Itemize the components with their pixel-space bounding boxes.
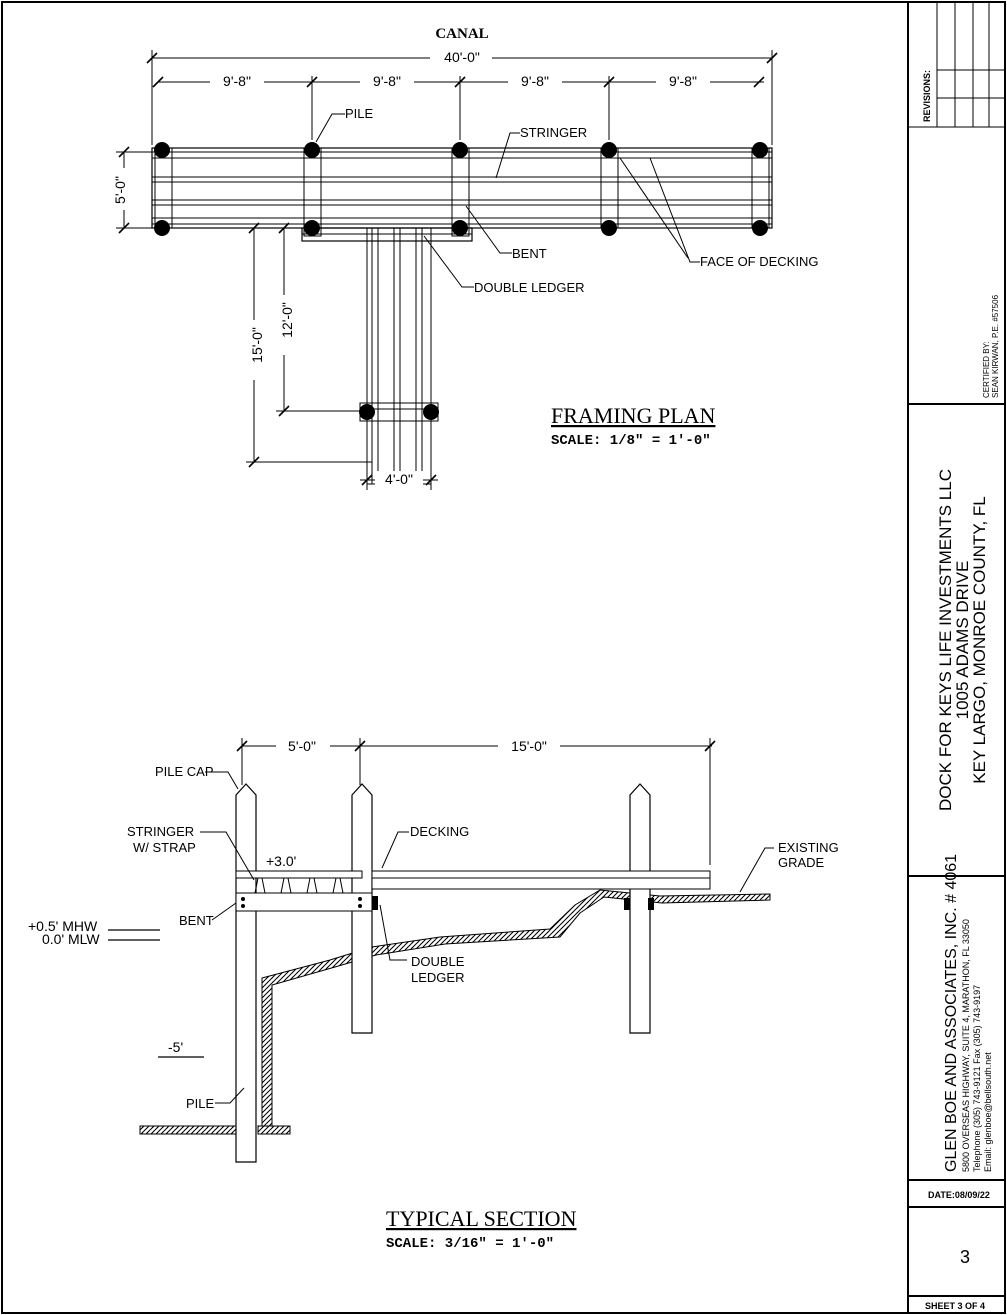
seabed-profile xyxy=(261,889,771,1129)
section-pile-3 xyxy=(629,783,651,1034)
pile-offset-dim: 12'-0" xyxy=(279,302,295,338)
bottom-grade xyxy=(139,1125,237,1135)
bay-dim-1: 9'-8" xyxy=(223,73,251,89)
existing-grade-label-2: GRADE xyxy=(778,855,825,870)
section-dim-2: 15'-0" xyxy=(511,738,547,754)
bay-dim-3: 9'-8" xyxy=(521,73,549,89)
face-of-decking-label: FACE OF DECKING xyxy=(700,254,818,269)
pile-label: PILE xyxy=(345,106,374,121)
walkway-outline xyxy=(366,227,432,485)
typical-section-scale: SCALE: 3/16" = 1'-0" xyxy=(386,1236,554,1252)
bent-label: BENT xyxy=(512,246,547,261)
pile-cap-label: PILE CAP xyxy=(155,764,214,779)
overall-length-dim: 40'-0" xyxy=(444,49,480,65)
existing-grade-label-1: EXISTING xyxy=(778,840,839,855)
section-lower-deck xyxy=(371,870,711,890)
section-bent xyxy=(235,892,373,912)
depth-label: -5' xyxy=(168,1039,183,1055)
deck-elevation: +3.0' xyxy=(266,853,296,869)
framing-plan: CANAL 40'-0" 9'-8" 9'-8" 9'-8" 9'-8" xyxy=(110,26,818,490)
firm-name: GLEN BOE AND ASSOCIATES, INC. # 4061 xyxy=(943,854,960,1172)
bay-dim-4: 9'-8" xyxy=(669,73,697,89)
section-upper-deck xyxy=(235,870,363,879)
certified-by-label: CERTIFIED BY: xyxy=(982,341,991,398)
typical-section: 5'-0" 15'-0" xyxy=(28,737,839,1252)
section-dim-1: 5'-0" xyxy=(288,738,316,754)
sheet-number: 3 xyxy=(960,1247,970,1267)
bay-dim-2: 9'-8" xyxy=(373,73,401,89)
pile-section-label: PILE xyxy=(186,1096,215,1111)
double-ledger-label: DOUBLE LEDGER xyxy=(474,280,585,295)
sheet-of: SHEET 3 OF 4 xyxy=(925,1301,985,1311)
canal-label: CANAL xyxy=(435,26,488,42)
double-ledger-section-label-2: LEDGER xyxy=(411,970,464,985)
drawing-date: DATE:08/09/22 xyxy=(928,1190,990,1200)
firm-email: Email: glenboe@bellsouth.net xyxy=(983,1052,993,1172)
mlw-label: 0.0' MLW xyxy=(42,931,100,947)
walkway-length-dim: 15'-0" xyxy=(249,327,265,363)
deck-width-dim: 5'-0" xyxy=(112,176,128,204)
revisions-label: REVISIONS: xyxy=(922,70,932,122)
framing-plan-title: FRAMING PLAN xyxy=(551,403,716,428)
project-location: KEY LARGO, MONROE COUNTY, FL xyxy=(970,496,989,784)
project-name: DOCK FOR KEYS LIFE INVESTMENTS LLC xyxy=(936,469,955,811)
section-pile-1 xyxy=(235,783,257,1163)
certified-engineer: SEAN KIRWAN, P.E. #57506 xyxy=(991,294,1000,398)
firm-address: 5800 OVERSEAS HIGHWAY, SUITE 4, MARATHON… xyxy=(961,919,971,1172)
firm-phone: Telephone (305) 743-9121 Fax (305) 743-9… xyxy=(972,985,982,1172)
project-address: 1005 ADAMS DRIVE xyxy=(953,561,972,720)
double-ledger-section-label-1: DOUBLE xyxy=(411,954,465,969)
stringer-strap-label-1: STRINGER xyxy=(127,824,194,839)
decking-label: DECKING xyxy=(410,824,469,839)
main-deck-outline xyxy=(151,147,773,229)
bent-section-label: BENT xyxy=(179,913,214,928)
typical-section-title: TYPICAL SECTION xyxy=(386,1206,577,1231)
walkway-width-dim: 4'-0" xyxy=(385,471,413,487)
stringer-strap-label-2: W/ STRAP xyxy=(133,840,196,855)
mhw-label: +0.5' MHW xyxy=(28,918,98,934)
stringer-label: STRINGER xyxy=(520,125,587,140)
framing-plan-scale: SCALE: 1/8" = 1'-0" xyxy=(551,433,711,449)
title-block: REVISIONS: CERTIFIED BY: SEAN KIRWAN, P.… xyxy=(908,2,1005,1311)
